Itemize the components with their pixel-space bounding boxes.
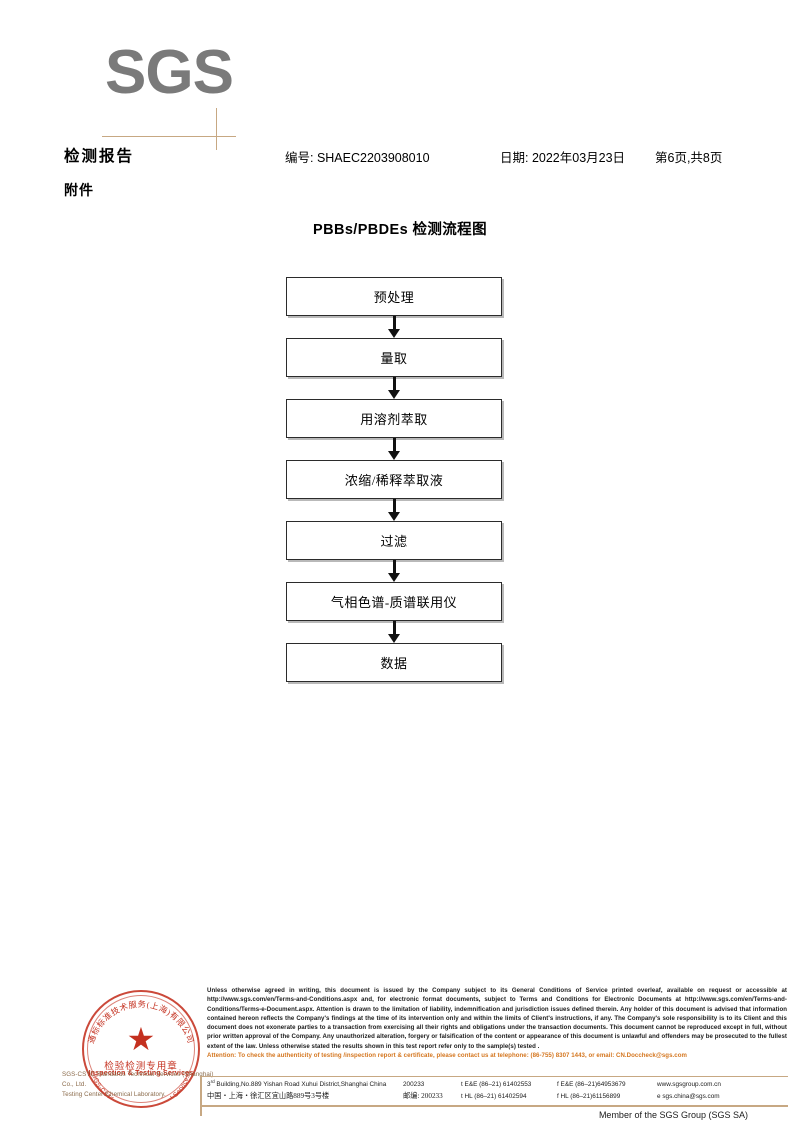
flow-step: 预处理: [286, 277, 502, 316]
seal-center-cn: 检验检测专用章: [104, 1062, 178, 1072]
telephone-hl: t HL (86–21) 61402594: [461, 1093, 527, 1100]
address-row-en: 3rd Building,No.889 Yishan Road Xuhui Di…: [207, 1078, 787, 1091]
footer-vertical-divider: [200, 1076, 202, 1116]
seal-arc-text-en: SGS-CSTC Standards Technical Services: [90, 1073, 191, 1098]
seal-center-en: Inspection & Testing Services: [88, 1070, 194, 1077]
legal-body: Unless otherwise agreed in writing, this…: [207, 987, 787, 1050]
website-link[interactable]: www.sgsgroup.com.cn: [657, 1081, 721, 1089]
postcode-en: 200233: [403, 1081, 425, 1089]
address-row-cn: 中国・上海・徐汇区宜山路889号3号楼 邮编: 200233 t HL (86–…: [207, 1091, 787, 1104]
sgs-group-member-note: Member of the SGS Group (SGS SA): [598, 1110, 748, 1120]
logo-rule-vertical: [216, 108, 217, 150]
telephone-ee: t E&E (86–21) 61402553: [461, 1081, 532, 1089]
company-name-block: SGS-CSTC Standards Technical Services (S…: [62, 1070, 222, 1101]
report-header-row: 检测报告 编号: SHAEC2203908010 日期: 2022年03月23日…: [0, 144, 800, 168]
company-seal-stamp: 通标标准技术服务(上海)有限公司 ★ 检验检测专用章 Inspection & …: [82, 990, 200, 1108]
seal-inner-ring: [87, 995, 195, 1103]
address-cn: 中国・上海・徐汇区宜山路889号3号楼: [207, 1092, 330, 1100]
footer-address-block: 3rd Building,No.889 Yishan Road Xuhui Di…: [207, 1078, 787, 1104]
postcode-cn: 邮编: 200233: [403, 1092, 443, 1100]
flow-step: 用溶剂萃取: [286, 399, 502, 438]
seal-outer-ring: [82, 990, 200, 1108]
flow-arrow-icon: [286, 499, 502, 521]
section-label-attachment: 附件: [64, 182, 94, 198]
fax-ee: f E&E (86–21)64953679: [557, 1081, 626, 1089]
flowchart: 预处理 量取 用溶剂萃取 浓缩/稀释萃取液 过滤 气相色谱-质谱联用仪 数据: [286, 277, 504, 682]
flow-step: 气相色谱-质谱联用仪: [286, 582, 502, 621]
footer-top-divider: [200, 1076, 788, 1077]
page-title: 检测报告: [64, 148, 135, 165]
flow-arrow-icon: [286, 560, 502, 582]
flow-step: 数据: [286, 643, 502, 682]
page-indicator: 第6页,共8页: [655, 151, 723, 165]
flow-arrow-icon: [286, 438, 502, 460]
company-name-line2: Testing Center-Chemical Laboratory.: [62, 1091, 166, 1099]
company-name-line1: SGS-CSTC Standards Technical Services (S…: [62, 1071, 214, 1089]
flow-step: 浓缩/稀释萃取液: [286, 460, 502, 499]
footer-bottom-divider: [200, 1105, 788, 1107]
logo-rule-horizontal: [102, 136, 236, 137]
sgs-logo: SGS: [105, 38, 234, 107]
flow-arrow-icon: [286, 316, 502, 338]
address-en: 3rd Building,No.889 Yishan Road Xuhui Di…: [207, 1079, 387, 1089]
star-icon: ★: [126, 1021, 156, 1057]
sgs-logo-area: SGS: [0, 34, 800, 150]
fax-hl: f HL (86–21)61156899: [557, 1093, 621, 1100]
legal-terms-text: Unless otherwise agreed in writing, this…: [207, 986, 787, 1061]
report-date: 日期: 2022年03月23日: [500, 151, 626, 165]
report-number: 编号: SHAEC2203908010: [285, 151, 430, 165]
legal-attention-notice[interactable]: Attention: To check the authenticity of …: [207, 1052, 687, 1060]
email-link[interactable]: e sgs.china@sgs.com: [657, 1093, 720, 1100]
seal-arc-text-cn: 通标标准技术服务(上海)有限公司: [86, 999, 195, 1045]
flow-step: 过滤: [286, 521, 502, 560]
flow-arrow-icon: [286, 621, 502, 643]
flow-arrow-icon: [286, 377, 502, 399]
flowchart-title: PBBs/PBDEs 检测流程图: [313, 222, 487, 238]
flow-step: 量取: [286, 338, 502, 377]
